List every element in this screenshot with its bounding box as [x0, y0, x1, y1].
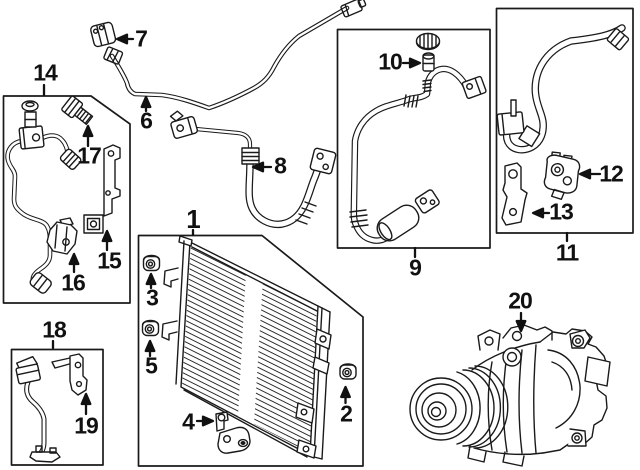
- callout-12[interactable]: 12: [599, 160, 624, 187]
- hose-11-illustration: [496, 28, 630, 150]
- valve-10-illustration: [415, 32, 441, 72]
- bracket-19-illustration: [51, 353, 88, 396]
- clip-7-illustration: [90, 21, 117, 48]
- callout-19[interactable]: 19: [74, 412, 99, 439]
- callout-arrow-15: [101, 229, 113, 252]
- grommet-2-illustration: [339, 363, 357, 380]
- callout-9[interactable]: 9: [409, 254, 422, 281]
- callout-arrow-4: [195, 415, 215, 427]
- box-1-outline: [137, 234, 364, 467]
- callout-10[interactable]: 10: [378, 48, 403, 75]
- callout-arrow-8: [251, 161, 273, 173]
- hose-9-illustration: [349, 69, 487, 245]
- callout-arrow-7: [115, 33, 135, 45]
- callout-1[interactable]: 1: [186, 204, 201, 234]
- tube-6-illustration: [103, 0, 367, 108]
- callout-13[interactable]: 13: [549, 198, 574, 225]
- box-14-outline: [2, 95, 131, 304]
- bracket-13-illustration: [501, 162, 528, 226]
- pipe-assembly-14-illustration: [8, 100, 82, 294]
- callout-arrow-10: [401, 57, 422, 69]
- callout-17[interactable]: 17: [77, 142, 102, 169]
- callout-2[interactable]: 2: [340, 400, 353, 427]
- grommet-3-illustration: [142, 254, 161, 272]
- callout-arrow-6: [140, 95, 152, 113]
- bracket-16-illustration: [46, 217, 78, 255]
- service-port-stem: [422, 79, 432, 93]
- box-18-outline: [10, 348, 104, 466]
- bracket-15-illustration: [83, 144, 121, 234]
- callout-arrow-13: [531, 207, 551, 219]
- group-boxes: [2, 7, 634, 467]
- grommet-5-illustration: [141, 319, 160, 337]
- callout-arrow-2: [340, 385, 351, 405]
- box-9-outline: [336, 28, 491, 249]
- callout-arrow-5: [144, 339, 156, 358]
- callout-arrow-12: [578, 168, 602, 180]
- condenser-core-illustration: [161, 235, 332, 460]
- callout-20[interactable]: 20: [508, 287, 533, 314]
- callout-7[interactable]: 7: [135, 25, 148, 52]
- callout-5[interactable]: 5: [145, 352, 158, 379]
- callout-15[interactable]: 15: [97, 247, 122, 274]
- callout-arrow-17: [82, 124, 94, 148]
- box-11-outline: [495, 7, 634, 234]
- callout-8[interactable]: 8: [274, 152, 287, 179]
- callout-18[interactable]: 18: [42, 316, 67, 343]
- clamp-12-illustration: [543, 151, 581, 200]
- compressor-20-illustration: [409, 324, 611, 467]
- callout-arrow-19: [80, 392, 92, 416]
- callout-arrow-3: [145, 272, 157, 290]
- callout-6[interactable]: 6: [140, 107, 153, 134]
- bracket-4-illustration: [215, 411, 251, 454]
- sensor-bolt-17-illustration: [61, 95, 94, 126]
- callout-16[interactable]: 16: [61, 269, 86, 296]
- callout-arrows: [42, 33, 602, 427]
- tube-18-illustration: [15, 355, 61, 463]
- callout-arrow-20: [515, 311, 527, 333]
- callout-4[interactable]: 4: [182, 408, 195, 435]
- callout-arrow-16: [68, 252, 80, 274]
- callout-3[interactable]: 3: [146, 284, 159, 311]
- callout-14[interactable]: 14: [33, 59, 58, 86]
- callout-11[interactable]: 11: [555, 239, 579, 266]
- hose-8-illustration: [169, 110, 337, 224]
